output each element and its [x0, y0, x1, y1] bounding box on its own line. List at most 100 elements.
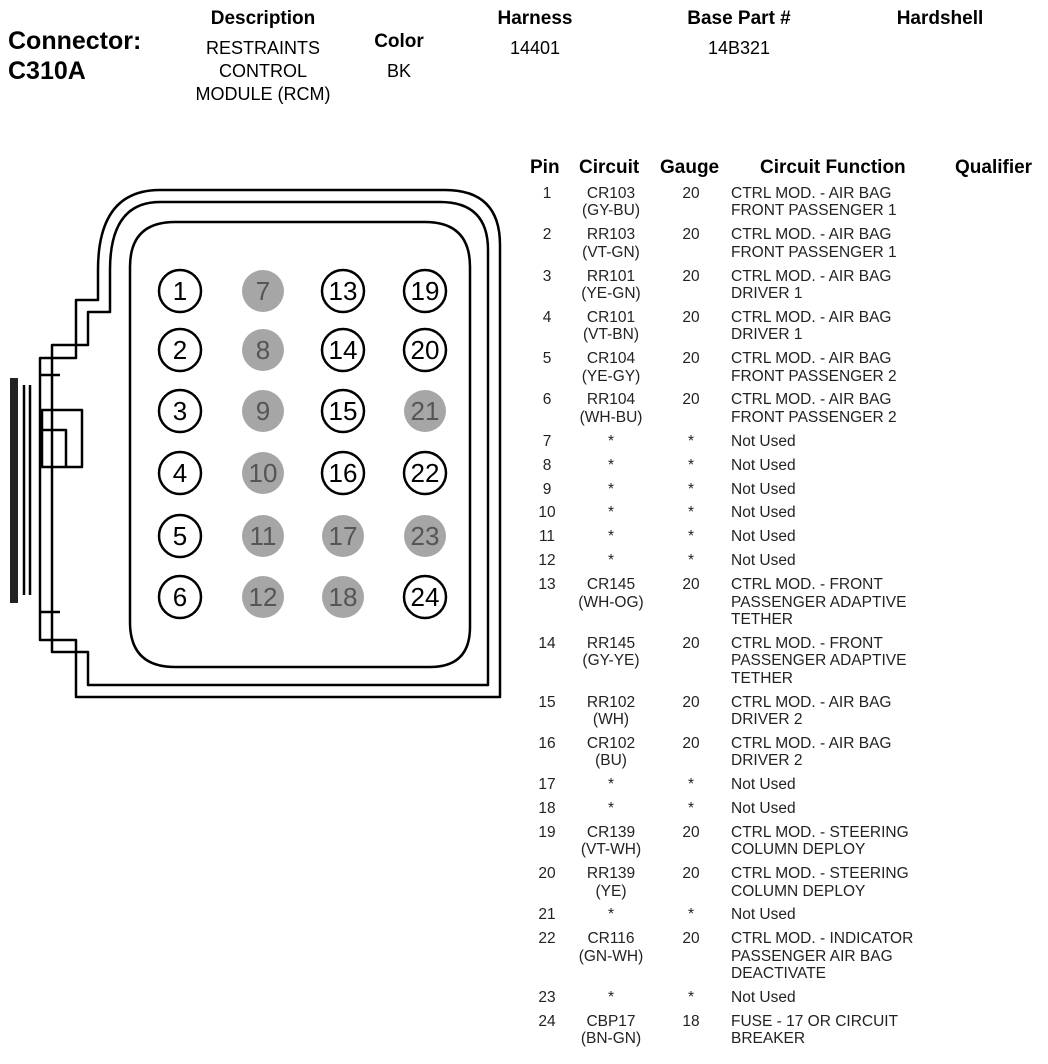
- pin-circle: [157, 327, 203, 373]
- pin-cell: 6: [542, 391, 552, 409]
- pin-cavity-21: 21: [404, 390, 446, 432]
- circuit-cell: *: [607, 799, 615, 817]
- gauge-cell: 20: [682, 734, 700, 752]
- pin-cavity-12: 12: [242, 576, 284, 618]
- pin-number-label: 11: [250, 521, 277, 551]
- pin-cavity-4: 4: [157, 450, 203, 496]
- pin-circle: [242, 452, 284, 494]
- function-cell: Not Used: [731, 776, 796, 794]
- circuit-cell: *: [607, 480, 615, 498]
- gauge-cell: *: [687, 799, 695, 817]
- function-cell: CTRL MOD. - AIR BAG DRIVER 1: [731, 267, 892, 302]
- circuit-cell: *: [607, 432, 615, 450]
- gauge-cell: 20: [682, 308, 700, 326]
- pin-circle: [320, 388, 366, 434]
- function-cell: Not Used: [731, 528, 796, 546]
- pin-cavity-10: 10: [242, 452, 284, 494]
- gauge-cell: 20: [682, 823, 700, 841]
- pin-circle: [242, 515, 284, 557]
- pin-number-label: 15: [329, 396, 358, 426]
- pin-circle: [157, 513, 203, 559]
- circuit-cell: CR101 (VT-BN): [583, 308, 639, 344]
- pin-cavity-17: 17: [322, 515, 364, 557]
- pin-cell: 14: [538, 634, 556, 652]
- pin-circle: [157, 450, 203, 496]
- circuit-cell: *: [607, 504, 615, 522]
- function-cell: Not Used: [731, 989, 796, 1007]
- function-cell: CTRL MOD. - AIR BAG DRIVER 1: [731, 308, 892, 344]
- pin-circle: [402, 574, 448, 620]
- function-cell: Not Used: [731, 504, 796, 522]
- connector-title-line1: Connector:: [8, 27, 142, 55]
- pin-cell: 10: [538, 504, 556, 522]
- pin-cavity-19: 19: [402, 268, 448, 314]
- pin-cell: 1: [542, 185, 552, 202]
- gauge-cell: *: [687, 528, 695, 546]
- pin-number-label: 8: [256, 335, 270, 365]
- gauge-cell: *: [687, 906, 695, 924]
- circuit-cell: *: [607, 906, 615, 924]
- connector-housing: [22, 188, 502, 699]
- pin-circle: [320, 268, 366, 314]
- pin-cavity-20: 20: [402, 327, 448, 373]
- table-row: 12**Not Used: [525, 552, 1045, 576]
- gauge-cell: *: [687, 552, 695, 570]
- pin-circle: [157, 388, 203, 434]
- pin-number-label: 17: [329, 521, 358, 551]
- function-cell: CTRL MOD. - AIR BAG FRONT PASSENGER 2: [731, 350, 897, 385]
- pin-number-label: 9: [256, 396, 270, 426]
- pin-number-label: 16: [329, 458, 358, 488]
- pin-cell: 2: [542, 226, 552, 244]
- function-cell: CTRL MOD. - AIR BAG FRONT PASSENGER 1: [731, 185, 897, 220]
- function-cell: CTRL MOD. - FRONT PASSENGER ADAPTIVE TET…: [731, 634, 907, 687]
- function-cell: Not Used: [731, 799, 796, 817]
- function-cell: Not Used: [731, 432, 796, 450]
- pin-number-label: 13: [329, 276, 358, 306]
- pin-number-label: 10: [249, 458, 278, 488]
- circuit-cell: CR139 (VT-WH): [580, 823, 642, 859]
- pin-cell: 3: [542, 267, 552, 285]
- pin-cell: 17: [538, 776, 556, 794]
- pin-column-header: Pin: [530, 157, 560, 178]
- pin-cell: 7: [542, 432, 552, 450]
- pin-cavity-13: 13: [320, 268, 366, 314]
- function-cell: CTRL MOD. - AIR BAG FRONT PASSENGER 1: [731, 226, 897, 261]
- pin-cell: 23: [538, 989, 556, 1007]
- pin-circle: [242, 270, 284, 312]
- gauge-cell: 18: [682, 1012, 700, 1030]
- function-cell: CTRL MOD. - AIR BAG DRIVER 2: [731, 693, 892, 728]
- pin-cell: 9: [542, 480, 552, 498]
- pin-circle: [402, 268, 448, 314]
- description-label: Description: [210, 8, 316, 29]
- function-cell: CTRL MOD. - FRONT PASSENGER ADAPTIVE TET…: [731, 576, 907, 628]
- circuit-cell: CR145 (WH-OG): [578, 576, 644, 611]
- pin-number-label: 14: [329, 335, 358, 365]
- pin-cell: 21: [538, 906, 556, 924]
- circuit-cell: CBP17 (BN-GN): [580, 1012, 642, 1048]
- table-row: 23**Not Used: [525, 989, 1045, 1013]
- color-label: Color: [374, 31, 424, 52]
- pin-number-label: 7: [256, 276, 270, 306]
- pin-number-label: 24: [411, 582, 440, 612]
- function-cell: Not Used: [731, 552, 796, 570]
- table-row: 9**Not Used: [525, 481, 1045, 505]
- gauge-cell: 20: [682, 576, 700, 594]
- pin-circle: [242, 329, 284, 371]
- table-row: 11**Not Used: [525, 528, 1045, 552]
- base-part-value: 14B321: [707, 38, 771, 58]
- pin-number-label: 12: [249, 582, 278, 612]
- pin-circle: [404, 515, 446, 557]
- pin-cavity-8: 8: [242, 329, 284, 371]
- function-cell: CTRL MOD. - INDICATOR PASSENGER AIR BAG …: [731, 930, 914, 983]
- pin-cavity-15: 15: [320, 388, 366, 434]
- pin-number-label: 2: [173, 335, 187, 365]
- circuit-cell: *: [607, 528, 615, 546]
- gauge-cell: *: [687, 456, 695, 474]
